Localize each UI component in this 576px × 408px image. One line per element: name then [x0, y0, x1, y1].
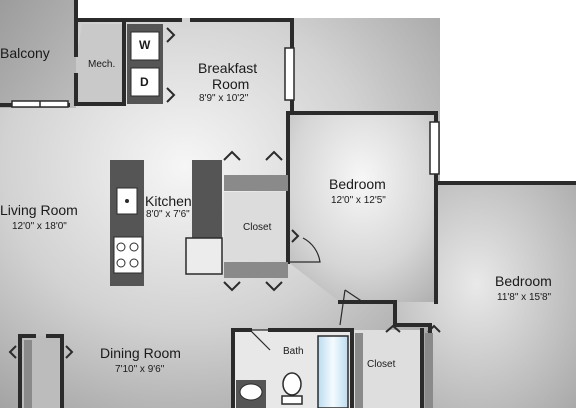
bedroom-1-label: Bedroom [329, 176, 386, 192]
living-room-dims: 12'0" x 18'0" [12, 221, 67, 232]
bedroom-2-label: Bedroom [495, 273, 552, 289]
refrigerator [185, 237, 223, 275]
kitchen-dims: 8'0" x 7'6" [146, 209, 190, 220]
closet-1-door-marks [223, 150, 300, 292]
sink-drain [125, 199, 129, 203]
breakfast-room-dims: 8'9" x 10'2" [199, 93, 249, 104]
stove [113, 236, 143, 274]
bedroom-2-door-swing [339, 289, 364, 326]
dryer-label: D [140, 75, 149, 89]
breakfast-room-label-1: Breakfast [198, 60, 258, 76]
dining-closet-door-marks [8, 345, 74, 359]
closet-1-shelf-bottom [224, 262, 288, 278]
breakfast-room-label-2: Room [212, 76, 250, 92]
bedroom-2-closet-shelf [425, 333, 433, 408]
windows [284, 47, 440, 175]
kitchen-label: Kitchen [145, 193, 192, 209]
closet-1-shelf [224, 175, 288, 191]
closet-2-label: Closet [367, 359, 396, 370]
balcony-label: Balcony [0, 45, 50, 61]
mech-label: Mech. [88, 59, 116, 70]
dining-room-dims: 7'10" x 9'6" [115, 364, 165, 375]
stove-burners [116, 242, 139, 268]
washer-label: W [139, 38, 151, 52]
laundry-door-marks [166, 27, 176, 103]
balcony-floor [0, 0, 76, 108]
living-room-label: Living Room [0, 202, 78, 218]
closet-1-floor [224, 192, 288, 260]
bathtub [317, 335, 349, 408]
balcony-slider [11, 100, 69, 108]
dryer [130, 67, 160, 97]
bedroom-1-floor [288, 113, 435, 302]
toilet [282, 372, 302, 396]
bedroom-2-dims: 11'8" x 15'8" [497, 292, 552, 303]
bath-door-swing [249, 329, 271, 351]
closet-1-label: Closet [243, 222, 272, 233]
toilet-tank [281, 395, 303, 405]
bedroom-1-dims: 12'0" x 12'5" [331, 195, 386, 206]
bedroom-1-door-swing [288, 237, 321, 263]
closet-2-floor [352, 330, 422, 408]
bedroom-2-floor [395, 183, 576, 408]
mech-floor [76, 24, 122, 103]
dining-closet-shelf [24, 340, 32, 408]
bath-sink [239, 383, 263, 401]
closet-2-door-marks [385, 324, 441, 333]
closet-2-shelf [355, 333, 363, 408]
washer [130, 31, 160, 61]
dining-room-label: Dining Room [100, 345, 181, 361]
bath-label: Bath [283, 346, 304, 357]
